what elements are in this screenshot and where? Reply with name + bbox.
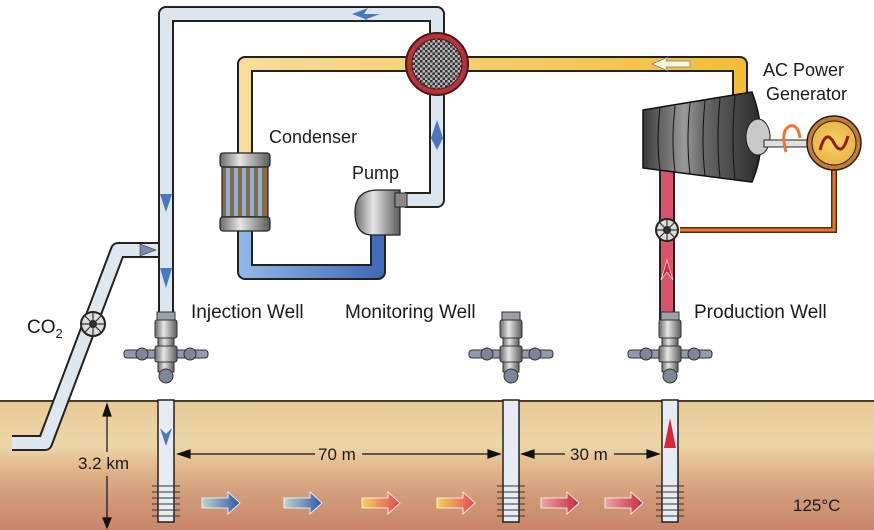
depth-dimension: [102, 402, 112, 530]
ac-generator: [806, 115, 862, 171]
flow-arrow-warm: [651, 56, 691, 72]
flow-arrow-reservoir-1: [201, 491, 241, 515]
temperature-label: 125°C: [793, 496, 840, 515]
condenser-label: Condenser: [269, 127, 357, 147]
pump-outlet-pipe: [405, 90, 443, 206]
rotation-arrow-icon: [782, 124, 802, 153]
flow-arrow-production-up-2: [664, 418, 676, 448]
condensate-pipe: [239, 210, 384, 278]
distance-dimension-30m: [520, 449, 661, 459]
pump: [354, 189, 408, 236]
generator-label-line2: Generator: [766, 84, 847, 104]
monitoring-well-label: Monitoring Well: [345, 302, 476, 323]
condenser: [219, 152, 271, 232]
co2-valve[interactable]: [80, 311, 106, 337]
power-line: [680, 170, 837, 233]
flow-arrow-production-up: [660, 258, 674, 281]
co2-label: CO2: [27, 317, 63, 341]
heat-exchanger: [405, 32, 469, 96]
flow-arrow-pump: [431, 120, 443, 150]
flow-arrow-injection-down: [160, 428, 172, 446]
distance-30m-label: 30 m: [570, 445, 608, 464]
turbine: [642, 91, 771, 183]
well-screens: [152, 485, 684, 517]
reservoir-flow-arrows: [201, 491, 644, 515]
generator-label-line1: AC Power: [763, 60, 844, 80]
distance-dimension-70m: [176, 449, 502, 459]
ground-layer: [0, 400, 874, 530]
sine-wave-icon: [818, 135, 850, 151]
flow-arrow-reservoir-5: [540, 491, 580, 515]
distance-70m-label: 70 m: [318, 445, 356, 464]
flow-arrow-reservoir-4: [436, 491, 476, 515]
injection-well-label: Injection Well: [191, 302, 304, 323]
flow-arrow-reservoir-3: [361, 491, 401, 515]
flow-arrow-injection-1: [160, 194, 172, 212]
flow-arrow-co2: [139, 243, 157, 257]
depth-label: 3.2 km: [78, 454, 129, 473]
flow-arrow-reservoir-6: [604, 491, 644, 515]
flow-arrow-top: [352, 8, 380, 20]
pump-label: Pump: [352, 163, 399, 183]
monitoring-wellhead: [468, 311, 554, 384]
production-well-label: Production Well: [694, 302, 827, 323]
flow-arrow-reservoir-2: [283, 491, 323, 515]
flow-arrow-injection-2: [160, 268, 172, 288]
production-valve[interactable]: [655, 218, 679, 242]
warm-vapor-pipe: [239, 58, 746, 158]
